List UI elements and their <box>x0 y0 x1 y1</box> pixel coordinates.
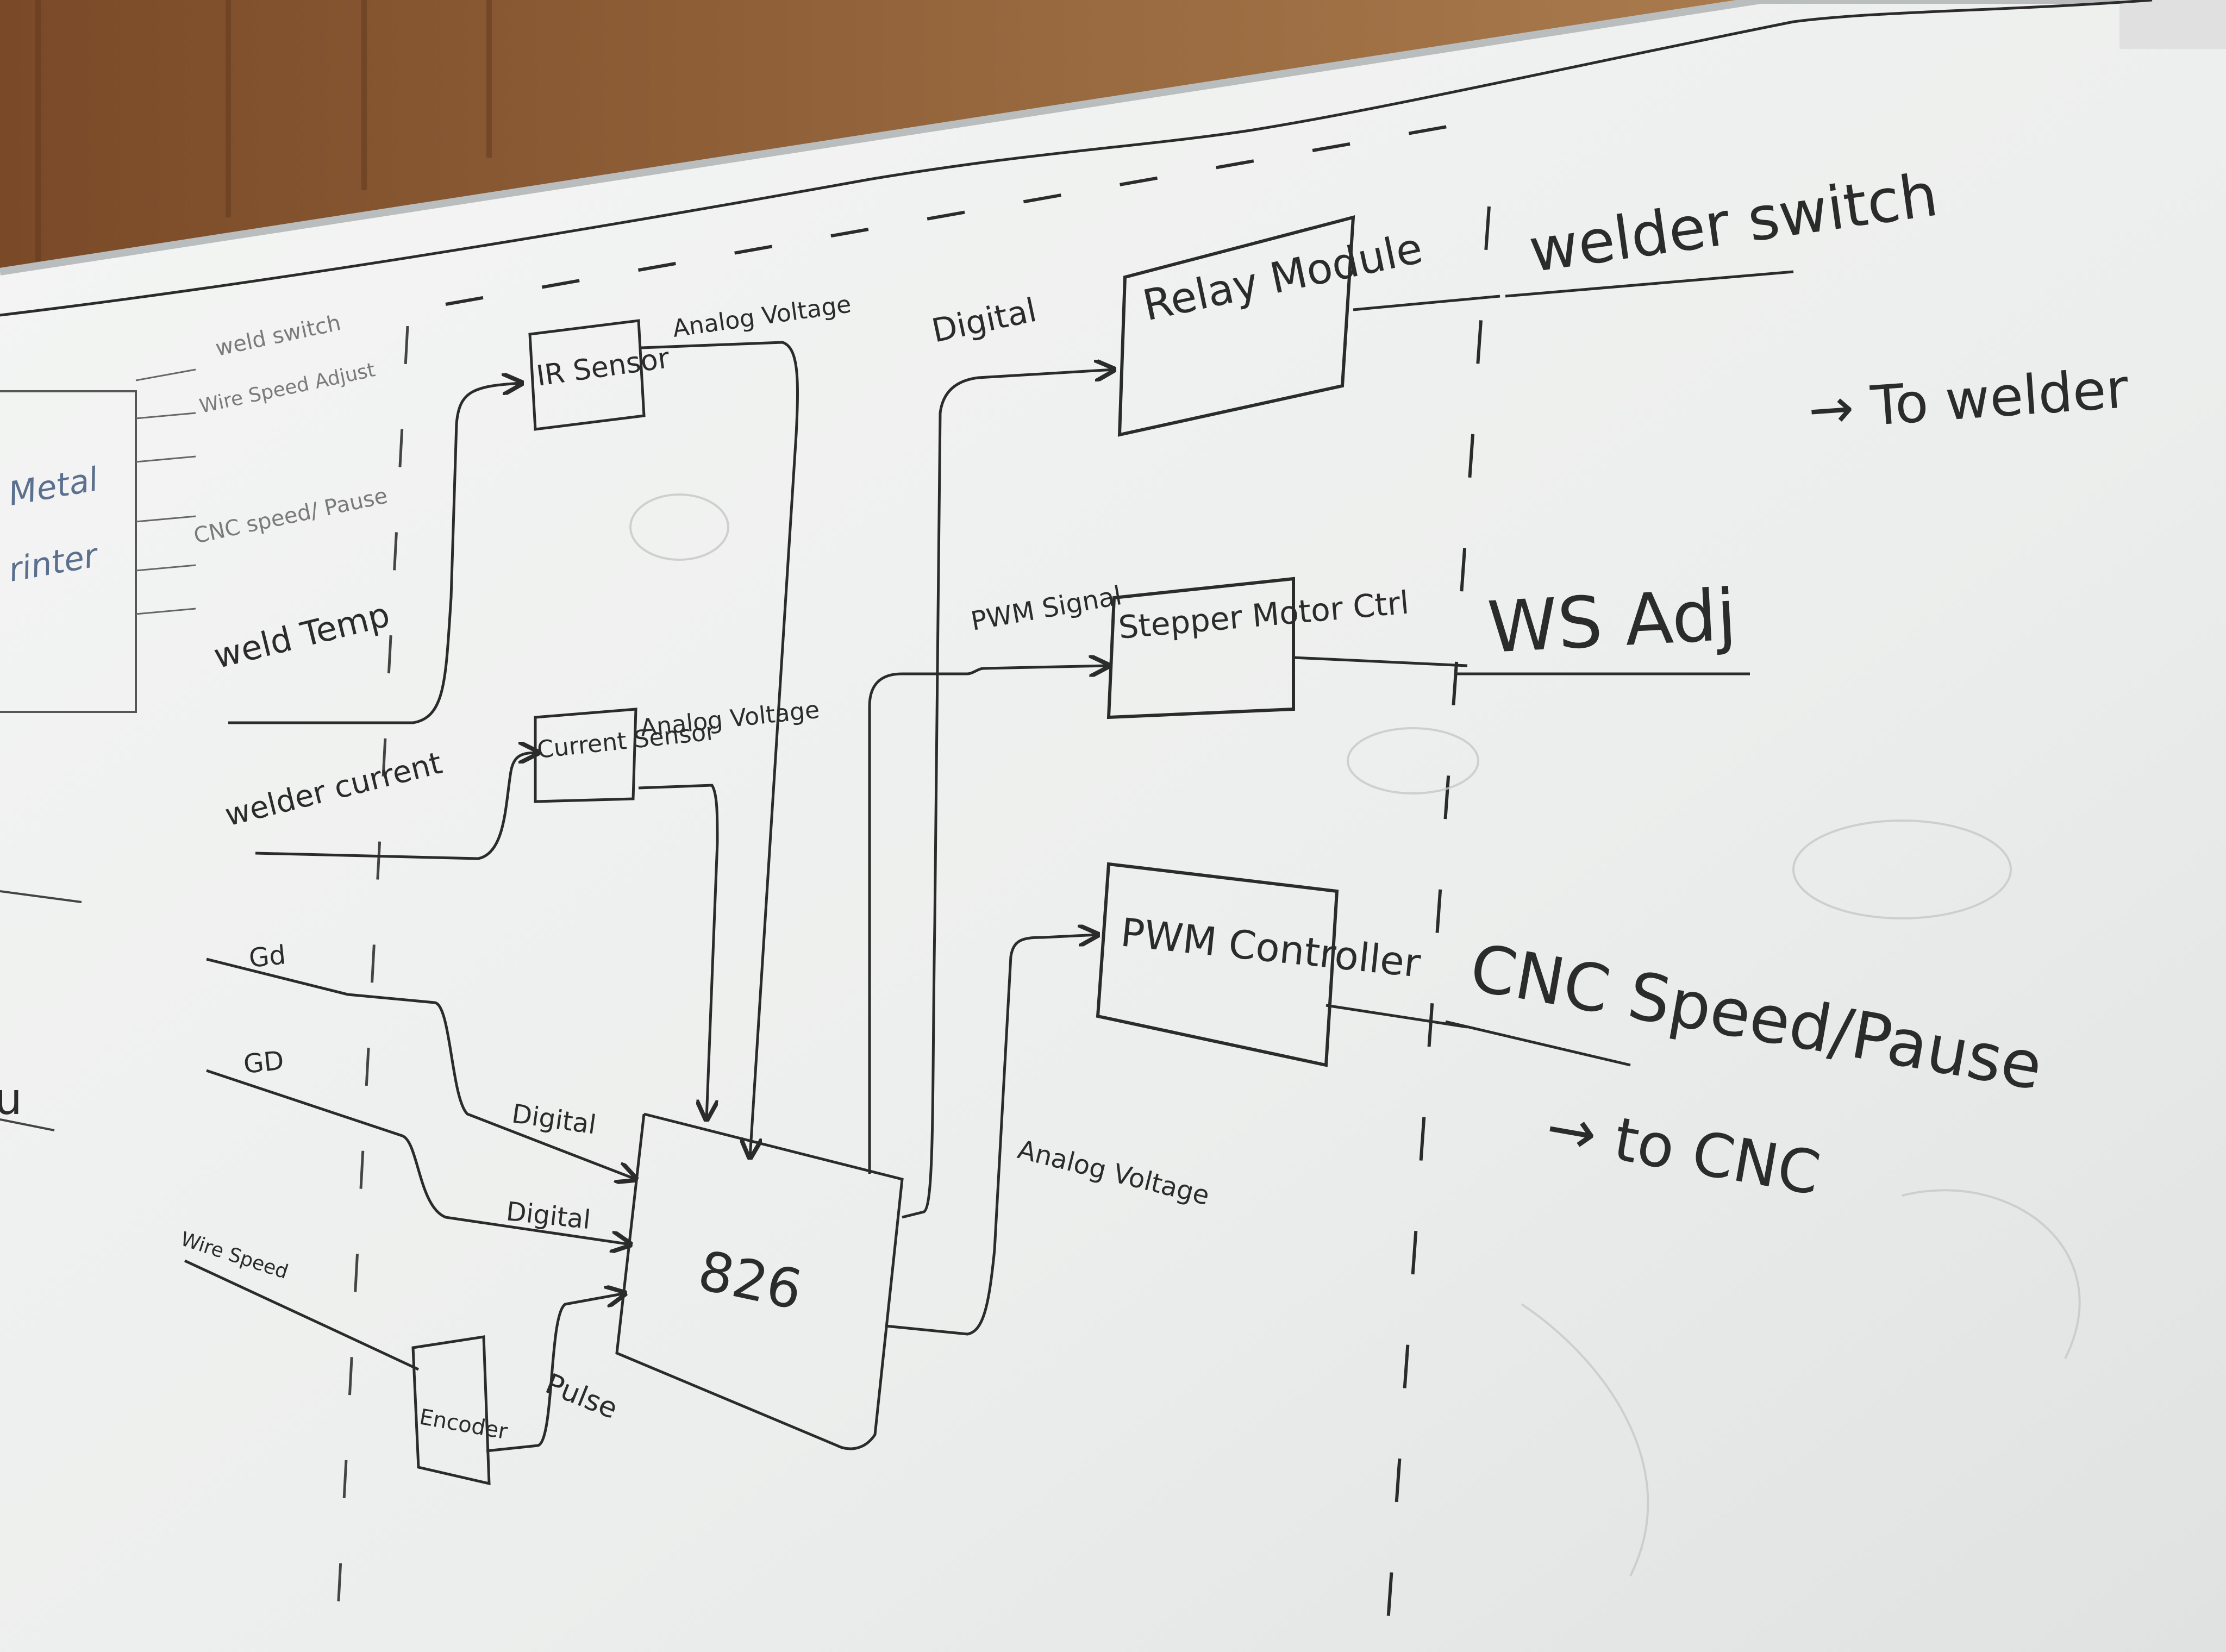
wire-speed-wire <box>184 1259 420 1371</box>
whiteboard-frame <box>0 0 2226 276</box>
left-partial-line <box>0 890 82 903</box>
gd-1-wire <box>206 958 636 1179</box>
ir-analog-wire <box>641 341 799 1157</box>
gd-label-2: GD <box>242 1045 285 1079</box>
welder-switch-underline <box>1505 270 1794 298</box>
partial-letter: u <box>0 1074 22 1124</box>
ghost-smudges <box>629 493 2081 1576</box>
top-wavy-line <box>0 0 2153 317</box>
pulse-wire <box>486 1293 625 1453</box>
dashed-left-divider <box>335 326 409 1631</box>
marker-tray-item <box>2119 0 2226 49</box>
printer-lines <box>135 368 196 615</box>
partial-underline <box>0 1118 55 1131</box>
printer-box <box>0 390 137 713</box>
gd-2-wire <box>206 1069 630 1244</box>
wood-seams <box>35 0 492 261</box>
gd-label-1: Gd <box>247 940 287 974</box>
digital-relay-wire <box>902 370 1114 1219</box>
cs-analog-wire <box>638 784 719 1119</box>
ws-adj-label: WS Adj <box>1486 573 1739 669</box>
weld-temp-wire <box>228 383 522 724</box>
stepper-output-wire <box>1293 656 1468 667</box>
analog-pwm-wire <box>885 935 1098 1336</box>
dashed-right-divider <box>1384 206 1491 1652</box>
welder-current-wire <box>255 753 538 860</box>
pwm-signal-wire <box>868 666 1109 1174</box>
dashed-top-line <box>445 123 1457 306</box>
cnc-underline <box>1445 1020 1631 1067</box>
relay-output-wire <box>1353 295 1500 311</box>
pwm-output-wire <box>1325 1004 1468 1029</box>
